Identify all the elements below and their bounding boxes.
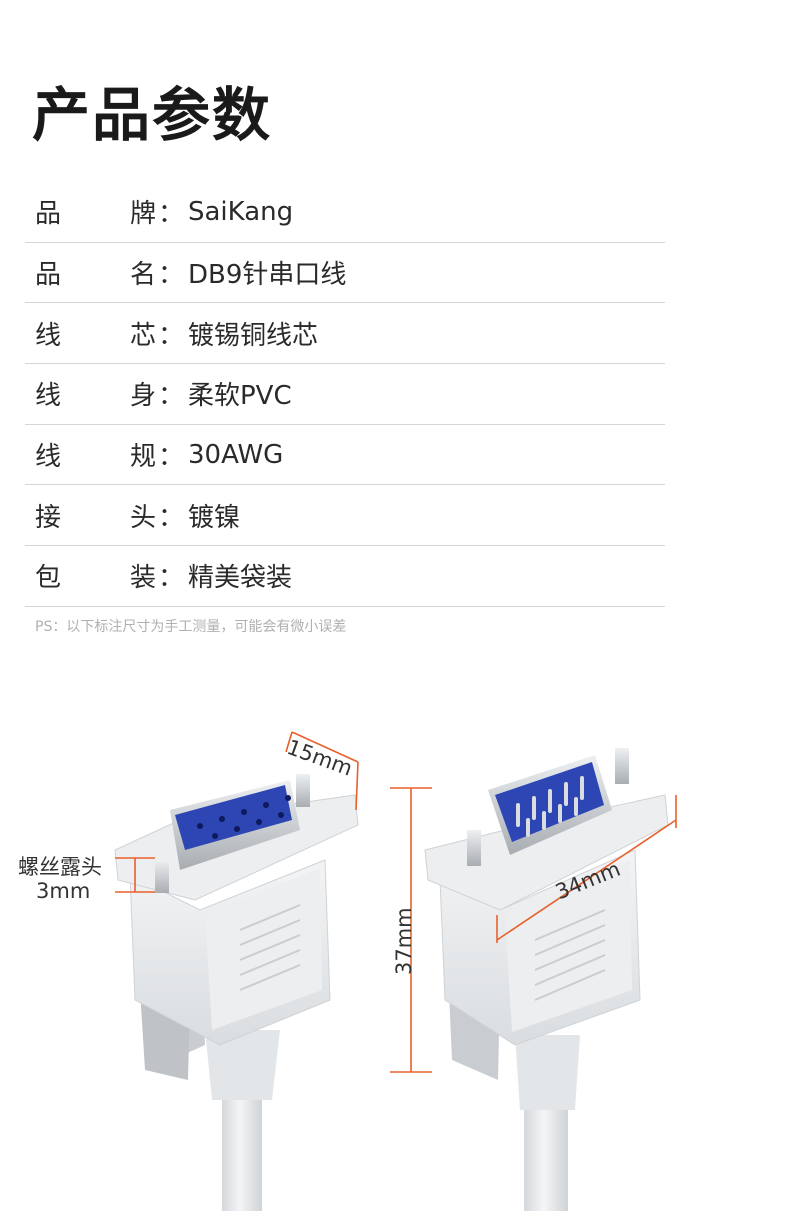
spec-value: 镀锡铜线芯 (188, 320, 319, 351)
spec-row: 品 牌：SaiKang (25, 182, 665, 243)
spec-table: 品牌：SaiKang 品名：DB9针串口线 线芯：镀锡铜线芯 线身：柔软PVC … (25, 182, 665, 607)
spec-colon: ： (158, 320, 185, 351)
dim-label-screw: 螺丝露头 (18, 855, 102, 879)
female-connector (114, 774, 359, 1211)
spec-key-2: 头 (130, 502, 157, 533)
spec-key-1: 线 (35, 381, 62, 412)
dimension-lines (115, 731, 677, 1073)
spec-key-2: 牌 (130, 199, 157, 230)
spec-key-1: 接 (35, 502, 62, 533)
connector-illustration (114, 731, 677, 1211)
pins (516, 776, 584, 837)
spec-row: 线 规：30AWG (25, 425, 665, 486)
spec-key-2: 装 (130, 563, 157, 594)
spec-value: 精美袋装 (188, 563, 293, 594)
dim-label-37mm: 37mm (392, 907, 416, 975)
spec-row: 接 头：镀镍 (25, 485, 665, 547)
spec-key-1: 包 (35, 563, 62, 594)
male-connector (424, 748, 669, 1211)
spec-value: 30AWG (188, 439, 284, 470)
spec-colon: ： (158, 381, 185, 412)
spec-value: 柔软PVC (188, 381, 292, 412)
spec-row: 包 装：精美袋装 (25, 546, 665, 607)
spec-value: DB9针串口线 (188, 260, 347, 291)
spec-value: 镀镍 (188, 502, 241, 533)
pin-holes (197, 795, 291, 839)
spec-key-1: 线 (35, 320, 62, 351)
spec-row: 线 芯：镀锡铜线芯 (25, 303, 665, 365)
spec-colon: ： (158, 442, 185, 473)
measurement-note: PS：以下标注尺寸为手工测量，可能会有微小误差 (35, 619, 347, 635)
spec-key-1: 品 (35, 199, 62, 230)
screw-right (296, 774, 310, 807)
spec-key-2: 芯 (130, 320, 157, 351)
spec-colon: ： (158, 260, 185, 291)
pin-socket-face (175, 785, 292, 850)
screw-left (155, 860, 169, 893)
spec-row: 线 身：柔软PVC (25, 364, 665, 425)
grip-ridges (239, 904, 301, 991)
spec-value: SaiKang (188, 196, 294, 227)
page-title: 产品参数 (32, 81, 273, 149)
spec-key-1: 线 (35, 442, 62, 473)
spec-key-1: 品 (35, 260, 62, 291)
spec-colon: ： (158, 199, 185, 230)
spec-colon: ： (158, 502, 185, 533)
spec-key-2: 身 (130, 381, 157, 412)
spec-colon: ： (158, 563, 185, 594)
dim-label-screw-3mm: 3mm (36, 879, 91, 903)
spec-row: 品 名：DB9针串口线 (25, 243, 665, 304)
spec-key-2: 名 (130, 260, 157, 291)
spec-key-2: 规 (130, 442, 157, 473)
